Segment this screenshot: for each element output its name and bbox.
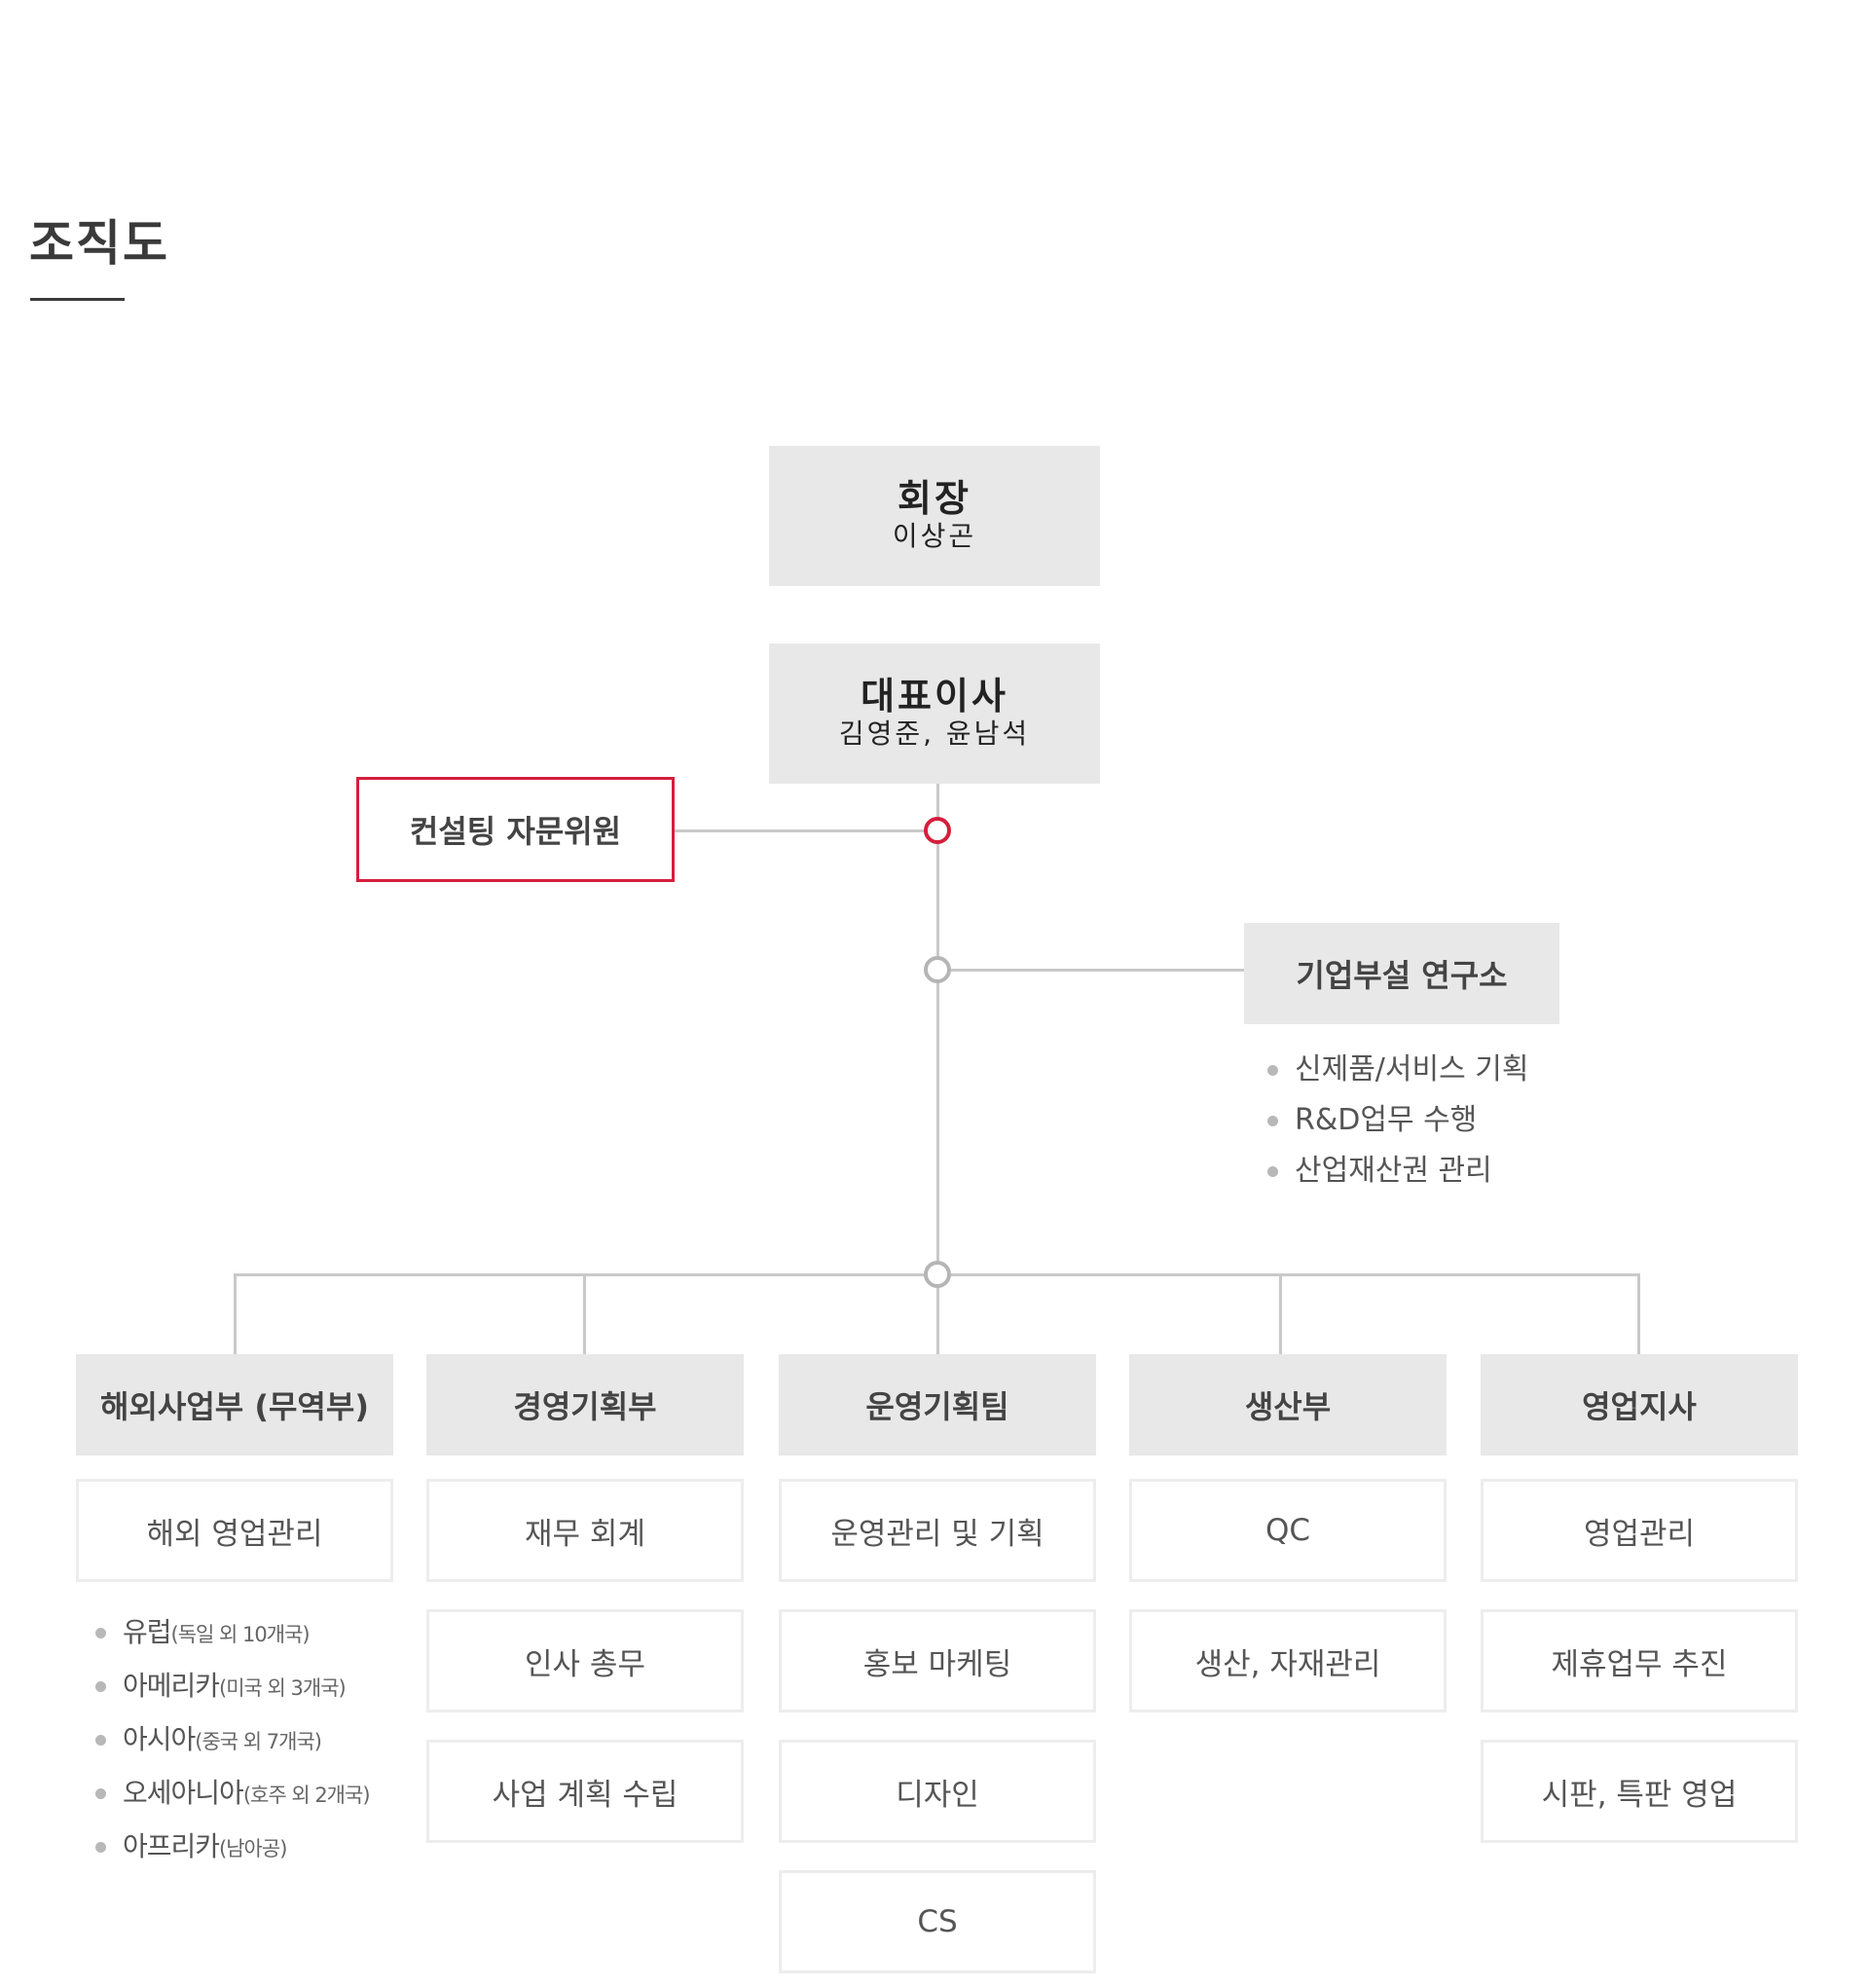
chairman-box: 회장 이상곤 xyxy=(769,446,1100,586)
unit-label: 홍보 마케팅 xyxy=(862,1646,1012,1682)
chairman-name: 이상곤 xyxy=(892,520,977,553)
unit-box: 해외 영업관리 xyxy=(76,1479,393,1582)
ceo-title: 대표이사 xyxy=(861,675,1008,718)
connector-trunk xyxy=(936,784,939,1275)
unit-box: 영업관리 xyxy=(1481,1479,1798,1582)
chairman-title: 회장 xyxy=(898,477,971,521)
lab-duties-list: 신제품/서비스 기획 R&D업무 수행 산업재산권 관리 xyxy=(1265,1045,1655,1196)
department-overseas: 해외사업부 (무역부) xyxy=(76,1354,393,1455)
unit-label: QC xyxy=(1264,1513,1311,1548)
unit-label: 제휴업무 추진 xyxy=(1551,1646,1728,1682)
region-list: 유럽(독일 외 10개국) 아메리카(미국 외 3개국) 아시아(중국 외 7개… xyxy=(93,1605,415,1873)
lab-duty-item: R&D업무 수행 xyxy=(1265,1095,1655,1146)
unit-box: 운영관리 및 기획 xyxy=(779,1479,1096,1582)
connector-drop-3 xyxy=(936,1273,939,1354)
connector-drop-2 xyxy=(583,1273,586,1354)
region-note: (독일 외 10개국) xyxy=(170,1623,311,1646)
unit-box: 재무 회계 xyxy=(426,1479,744,1582)
region-name: 아메리카 xyxy=(123,1670,220,1702)
unit-box: 사업 계획 수립 xyxy=(426,1740,744,1843)
region-name: 아시아 xyxy=(123,1723,196,1755)
advisory-box: 컨설팅 자문위원 xyxy=(356,777,675,882)
unit-box: 인사 총무 xyxy=(426,1609,744,1712)
region-item: 아메리카(미국 외 3개국) xyxy=(93,1659,415,1712)
connector-drop-4 xyxy=(1279,1273,1282,1354)
unit-label: 운영관리 및 기획 xyxy=(830,1516,1044,1552)
unit-label: 사업 계획 수립 xyxy=(492,1777,678,1813)
unit-box: 생산, 자재관리 xyxy=(1129,1609,1447,1712)
department-name: 경영기획부 xyxy=(513,1388,657,1425)
region-note: (남아공) xyxy=(219,1837,287,1860)
unit-box: 디자인 xyxy=(779,1740,1096,1843)
unit-box: QC xyxy=(1129,1479,1447,1582)
connector-drop-5 xyxy=(1637,1273,1640,1354)
connector-advisory xyxy=(674,829,938,832)
unit-label: 영업관리 xyxy=(1583,1516,1696,1552)
region-note: (호주 외 2개국) xyxy=(242,1784,371,1807)
region-item: 아프리카(남아공) xyxy=(93,1820,415,1873)
unit-label: 재무 회계 xyxy=(525,1516,645,1552)
junction-node-lab xyxy=(924,956,951,983)
advisory-label: 컨설팅 자문위원 xyxy=(409,813,622,850)
lab-box: 기업부설 연구소 xyxy=(1244,923,1559,1024)
region-name: 유럽 xyxy=(123,1616,172,1648)
unit-label: 인사 총무 xyxy=(525,1646,645,1682)
region-item: 오세아니아(호주 외 2개국) xyxy=(93,1766,415,1820)
region-name: 오세아니아 xyxy=(123,1777,244,1809)
region-item: 아시아(중국 외 7개국) xyxy=(93,1712,415,1766)
lab-duty-item: 산업재산권 관리 xyxy=(1265,1146,1655,1196)
unit-box: CS xyxy=(779,1870,1096,1973)
unit-label: 시판, 특판 영업 xyxy=(1541,1777,1738,1813)
page-title: 조직도 xyxy=(29,215,169,272)
unit-label: 해외 영업관리 xyxy=(146,1516,323,1552)
region-name: 아프리카 xyxy=(123,1830,220,1862)
title-underline xyxy=(30,298,125,301)
unit-label: 생산, 자재관리 xyxy=(1194,1646,1381,1682)
department-sales-branch: 영업지사 xyxy=(1481,1354,1798,1455)
lab-duty-item: 신제품/서비스 기획 xyxy=(1265,1045,1655,1095)
ceo-name: 김영준, 윤남석 xyxy=(838,718,1031,751)
region-note: (중국 외 7개국) xyxy=(195,1730,322,1753)
region-note: (미국 외 3개국) xyxy=(219,1676,347,1700)
lab-label: 기업부설 연구소 xyxy=(1296,957,1508,994)
department-name: 영업지사 xyxy=(1582,1388,1697,1425)
region-item: 유럽(독일 외 10개국) xyxy=(93,1605,415,1659)
department-management-planning: 경영기획부 xyxy=(426,1354,744,1455)
ceo-box: 대표이사 김영준, 윤남석 xyxy=(769,644,1100,784)
department-name: 운영기획팀 xyxy=(865,1388,1009,1425)
unit-label: CS xyxy=(917,1904,958,1939)
junction-node-departments xyxy=(924,1261,951,1288)
connector-drop-1 xyxy=(234,1273,237,1354)
junction-node-advisory xyxy=(924,817,951,844)
unit-box: 홍보 마케팅 xyxy=(779,1609,1096,1712)
department-name: 해외사업부 (무역부) xyxy=(100,1388,369,1425)
department-name: 생산부 xyxy=(1244,1388,1332,1425)
connector-lab xyxy=(938,969,1246,972)
department-operations-planning: 운영기획팀 xyxy=(779,1354,1096,1455)
unit-box: 시판, 특판 영업 xyxy=(1481,1740,1798,1843)
unit-box: 제휴업무 추진 xyxy=(1481,1609,1798,1712)
unit-label: 디자인 xyxy=(896,1777,979,1813)
department-production: 생산부 xyxy=(1129,1354,1447,1455)
